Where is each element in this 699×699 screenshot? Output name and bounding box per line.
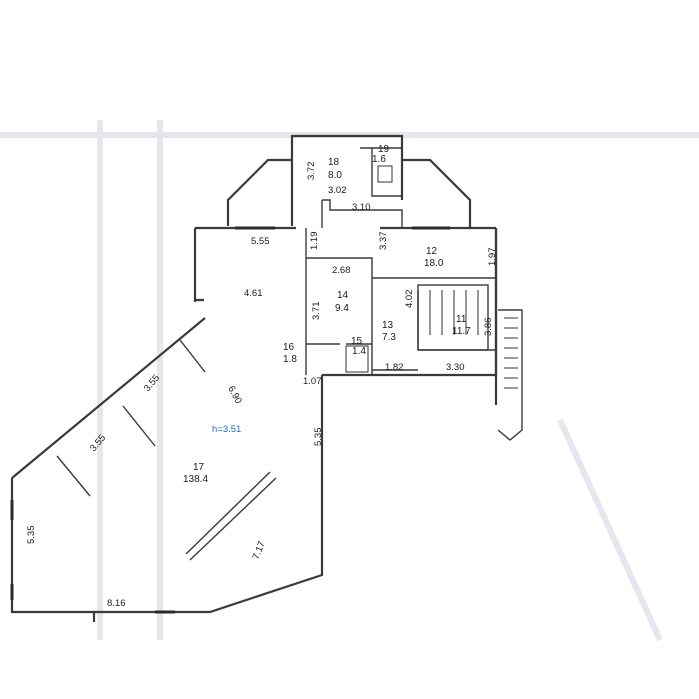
dim-1-19: 1.19 <box>309 232 320 251</box>
room-15-area: 1.4 <box>352 346 366 357</box>
room-17-area: 138.4 <box>183 474 208 485</box>
dim-6-90: 6.90 <box>225 384 243 405</box>
room-18-number: 18 <box>328 157 340 168</box>
room-11-number: 11 <box>456 314 467 325</box>
dim-2-68: 2.68 <box>332 265 351 276</box>
dim-3-30: 3.30 <box>446 362 465 373</box>
exterior-stairs <box>497 309 523 441</box>
dim-1-07: 1.07 <box>303 376 322 387</box>
windows <box>10 226 450 614</box>
room-13-area: 7.3 <box>382 332 396 343</box>
room-16-area: 1.8 <box>283 354 297 365</box>
dim-3-37: 3.37 <box>378 232 389 251</box>
room-16-number: 16 <box>283 342 295 353</box>
background-watermark <box>0 120 699 642</box>
dim-3-10: 3.10 <box>352 202 371 213</box>
dim-8-16: 8.16 <box>107 598 126 609</box>
room-18-area: 8.0 <box>328 170 342 181</box>
dim-5-35-right: 5.35 <box>313 428 324 447</box>
dim-4-61: 4.61 <box>244 288 263 299</box>
room-14-area: 9.4 <box>335 303 349 314</box>
room-15-number: 15 <box>351 336 363 347</box>
room-11-area: 11.7 <box>452 326 471 337</box>
dim-1-97: 1.97 <box>487 248 498 267</box>
room-14-number-label: 14 <box>337 290 349 301</box>
dim-3-55-lower: 3.55 <box>88 433 108 454</box>
ceiling-height-label: h=3.51 <box>212 424 241 435</box>
room-labels: 18 8.0 19 1.6 12 18.0 13 14 9.4 13 7.3 1… <box>183 144 471 485</box>
room-12-area: 18.0 <box>424 258 444 269</box>
dim-4-02: 4.02 <box>404 290 415 309</box>
dim-1-82: 1.82 <box>385 362 404 373</box>
dim-5-55-top: 5.55 <box>251 236 270 247</box>
dim-3-02: 3.02 <box>328 185 347 196</box>
dim-3-72: 3.72 <box>306 162 317 181</box>
dim-7-17: 7.17 <box>251 540 268 561</box>
dim-3-86: 3.86 <box>483 318 494 337</box>
outer-walls <box>10 134 498 622</box>
room-17-number: 17 <box>193 462 205 473</box>
interior-walls <box>56 147 496 561</box>
room-19-number: 19 <box>378 144 390 155</box>
dimension-labels: 3.72 3.02 3.10 5.55 1.19 3.37 1.97 2.68 … <box>26 162 498 610</box>
room-13-number: 13 <box>382 320 394 331</box>
dim-5-35-left: 5.35 <box>26 526 37 545</box>
room-19-area: 1.6 <box>372 154 386 165</box>
dim-3-71: 3.71 <box>311 302 322 321</box>
room-12-number: 12 <box>426 246 438 257</box>
